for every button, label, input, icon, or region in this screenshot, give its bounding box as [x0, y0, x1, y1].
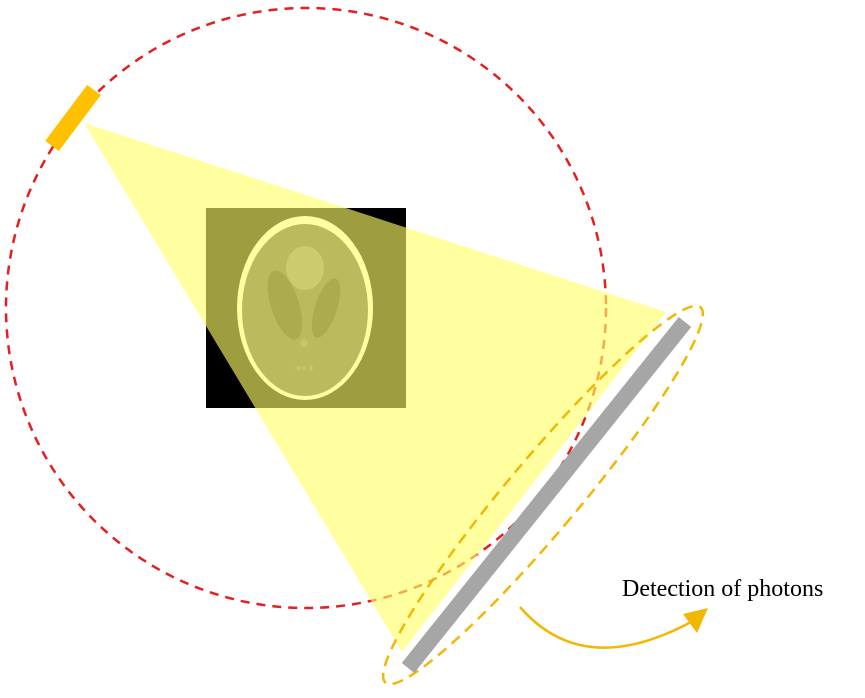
detector-highlight-ellipse [381, 304, 705, 686]
detector-panel-icon [401, 317, 692, 673]
detection-arrow [519, 606, 692, 649]
x-ray-beam [84, 123, 666, 652]
x-ray-source-icon [45, 84, 101, 152]
detection-arrow-head [683, 608, 708, 633]
detection-label: Detection of photons [622, 576, 824, 602]
